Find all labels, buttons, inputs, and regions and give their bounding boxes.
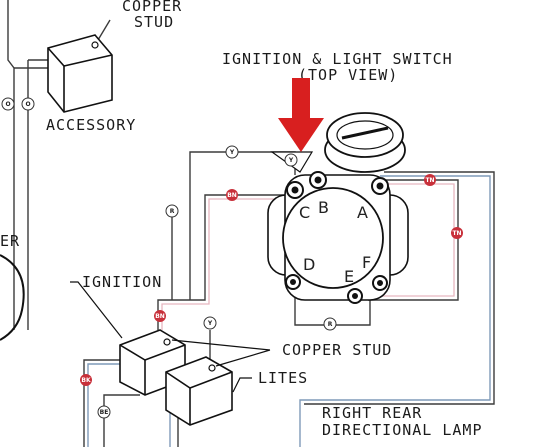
badge-bn1: BN [226,189,238,201]
svg-text:TN: TN [425,177,434,184]
badge-be: BE [97,405,111,419]
wire-tn [368,179,459,301]
switch-title: IGNITION & LIGHT SWITCH [222,50,453,68]
badge-y2: Y [284,153,298,167]
right-rear-label: RIGHT REAR [322,404,422,422]
badge-o2: O [21,97,35,111]
copper-stud-top-label-1: COPPER [122,0,182,15]
lites-label: LITES [258,369,308,387]
switch-dial [282,187,384,289]
accessory-label: ACCESSORY [46,116,136,134]
svg-text:TN: TN [452,230,461,237]
wires [7,0,495,447]
terminal-b: B [318,198,329,217]
partial-left-label: ER [0,232,20,250]
lites-relay [165,356,233,426]
svg-text:O: O [25,101,30,108]
wire [7,0,15,330]
wire-tn-tracer [368,183,455,297]
gauge-partial [0,254,25,341]
badge-bn2: BN [154,310,166,322]
switch-knob [324,112,406,173]
red-arrow-pointer [278,78,324,152]
wire-be [103,394,140,447]
svg-text:BK: BK [81,377,91,384]
svg-text:Y: Y [207,320,213,327]
accessory-relay [47,34,113,113]
svg-text:Y: Y [229,149,235,156]
svg-text:R: R [170,208,175,215]
svg-text:O: O [5,101,10,108]
switch-subtitle: (TOP VIEW) [298,66,398,84]
badge-tn1: TN [424,174,436,186]
ignition-light-switch [267,171,409,304]
terminal-f: F [362,253,371,272]
lites-leader [232,377,252,393]
badge-r2: R [323,317,337,331]
svg-text:BE: BE [100,409,109,416]
badge-o1: O [1,97,15,111]
terminal-c: C [299,203,310,222]
directional-lamp-label: DIRECTIONAL LAMP [322,421,483,439]
badge-r1: R [165,204,179,218]
wire-blue-run [299,175,491,447]
terminal-d: D [303,255,315,274]
wire-run [304,171,495,405]
wire-bk [83,359,120,447]
svg-text:Y: Y [288,157,294,164]
badge-bk: BK [80,374,92,386]
ignition-label: IGNITION [82,273,162,291]
badge-y1: Y [225,145,239,159]
svg-text:BN: BN [227,192,237,199]
badge-y3: Y [203,316,217,330]
copper-stud-leader [171,339,271,367]
copper-stud-terminal [91,41,99,49]
ignition-leader [70,281,123,339]
wire-badges: O O Y Y R BN TN TN [1,97,463,419]
svg-text:BN: BN [155,313,165,320]
copper-stud-top-label-2: STUD [134,13,174,31]
wire-blue [87,363,120,447]
badge-tn2: TN [451,227,463,239]
copper-stud-mid-label: COPPER STUD [282,341,392,359]
terminal-a: A [357,203,368,222]
svg-text:R: R [328,321,333,328]
terminal-e: E [344,267,354,286]
